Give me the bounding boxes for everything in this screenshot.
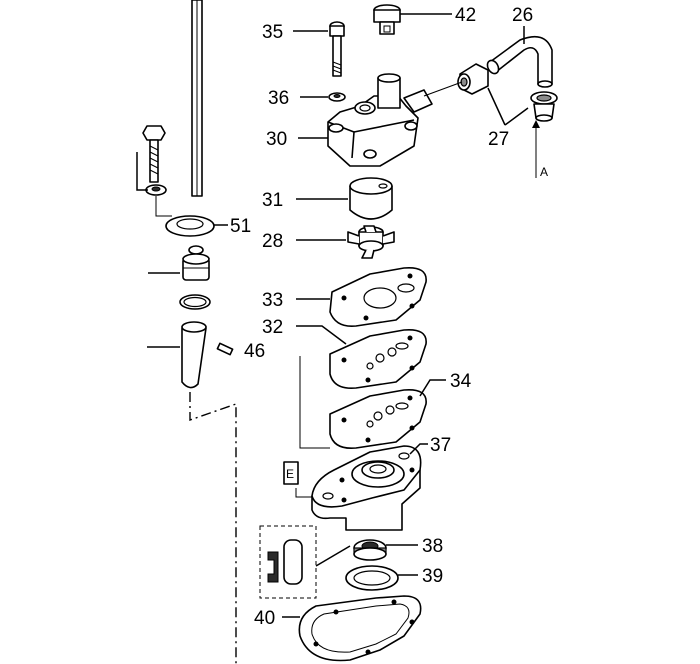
washer-36 [328, 92, 346, 102]
marker-e: E [283, 461, 299, 485]
callout-35: 35 [262, 22, 283, 43]
nipple-27a [457, 63, 489, 95]
washer-39 [345, 565, 399, 591]
drive-shaft [191, 0, 203, 197]
marker-a-label: A [540, 165, 548, 179]
oil-seal-38 [353, 539, 387, 561]
callout-36: 36 [268, 88, 289, 109]
callout-27: 27 [488, 129, 509, 150]
callout-37: 37 [430, 435, 451, 456]
gasket-40 [298, 595, 422, 662]
water-tube-oring [179, 294, 211, 310]
callout-26: 26 [512, 5, 533, 26]
callout-34: 34 [450, 371, 472, 392]
pump-housing-30 [327, 73, 463, 167]
detail-box [259, 525, 317, 599]
callout-32: 32 [262, 317, 283, 338]
callout-33: 33 [262, 290, 283, 311]
gasket-33 [329, 266, 427, 328]
nipple-27b [530, 91, 558, 122]
callout-30: 30 [266, 129, 287, 150]
fitting-42 [373, 4, 401, 35]
callout-31: 31 [262, 190, 283, 211]
impeller-28 [347, 225, 395, 259]
reference-line-e [299, 356, 330, 449]
hose-26 [486, 35, 553, 88]
callout-38: 38 [422, 536, 443, 557]
marker-a: A [532, 120, 548, 179]
bolt [142, 125, 166, 183]
reference-line-left [189, 392, 237, 664]
bolt-washer [145, 184, 167, 196]
reference-line-e2 [295, 488, 316, 498]
outer-plate-32 [329, 328, 427, 390]
callout-51: 51 [230, 216, 251, 237]
callout-40: 40 [254, 608, 275, 629]
marker-e-label: E [286, 467, 294, 481]
pump-base-37 [311, 445, 422, 531]
grommet-51 [165, 215, 215, 237]
small-oring [188, 245, 204, 255]
water-tube [181, 321, 207, 389]
water-tube-grommet [182, 253, 210, 281]
gasket-34 [329, 388, 427, 450]
dowel-pin-46 [216, 342, 234, 356]
bolt-bracket-line [136, 152, 148, 191]
pump-bolt-35 [329, 21, 345, 77]
callout-39: 39 [422, 566, 443, 587]
callout-28: 28 [262, 231, 283, 252]
pump-insert-31 [349, 177, 393, 220]
callout-46: 46 [244, 341, 265, 362]
shaft-guide-line [155, 196, 172, 217]
callout-27-leaders [487, 87, 529, 126]
callout-42: 42 [455, 5, 476, 26]
